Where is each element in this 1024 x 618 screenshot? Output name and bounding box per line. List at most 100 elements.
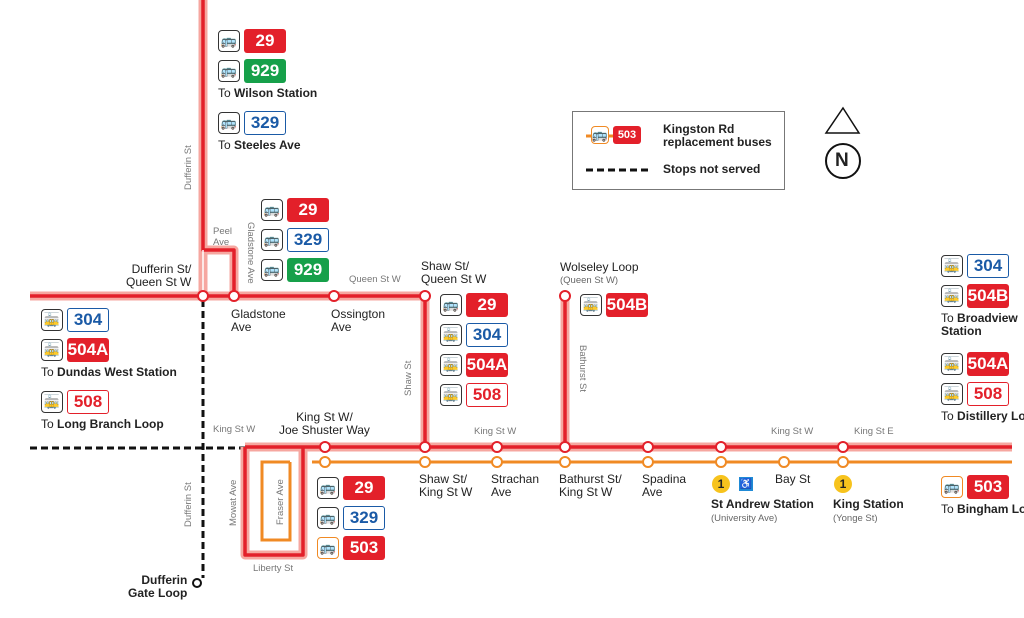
destination-prefix: To [41,365,54,379]
route-row: 🚌503 [317,536,385,560]
replacement-bus-icon: 🚌 [317,537,339,559]
stop-king-joe-shuster: King St W/Joe Shuster Way [279,410,370,437]
route-group-liberty: 🚌29🚌329🚌503 [317,476,385,566]
bus-icon: 🚌 [261,259,283,281]
street-king-w-3: King St W [771,426,814,437]
route-row: 🚌29 [317,476,385,500]
route-badge: 929 [244,59,286,83]
route-badge: 29 [343,476,385,500]
stop-st-andrew: St Andrew Station [711,497,814,511]
bus-icon: 🚌 [218,30,240,52]
stop-st-andrew-sub: (University Ave) [711,513,778,524]
route-row: 🚋304 [941,254,1024,278]
route-badge: 29 [287,198,329,222]
destination-prefix: To [41,417,54,431]
route-row: 🚋508 [941,382,1024,406]
route-badge: 29 [466,293,508,317]
legend: 🚌 503 Kingston Rd replacement buses Stop… [572,111,785,190]
stop-shaw-queen: Shaw St/Queen St W [421,259,487,286]
destination-name: Dundas West Station [57,365,177,379]
route-row: 🚌29 [218,29,303,53]
destination-prefix: To [941,502,954,516]
route-row: 🚋504A [941,352,1024,376]
bus-icon: 🚌 [317,477,339,499]
route-group-shaw: 🚌29🚋304🚋504A🚋508 [440,293,508,413]
destination-name: Bingham Loop [957,502,1024,516]
destination-prefix: To [218,138,231,152]
route-row: 🚌929 [261,258,329,282]
stop-king-station-sub: (Yonge St) [833,513,878,524]
route-row: 🚌29 [440,293,508,317]
route-badge: 503 [967,475,1009,499]
route-row: 🚋508 [41,390,126,414]
route-badge: 504B [606,293,648,317]
streetcar-icon: 🚋 [440,354,462,376]
street-king-e: King St E [854,426,894,437]
route-row: 🚋304 [41,308,126,332]
destination-name: Wilson Station [234,86,318,100]
route-group-wolseley: 🚋504B [580,293,648,323]
stop-king-station: King Station [833,497,904,511]
street-king-w-2: King St W [474,426,517,437]
route-badge: 508 [967,382,1009,406]
destination-label: To Bingham Loop [941,503,1024,516]
route-row: 🚌503 [941,475,1024,499]
subway-line-1-icon: 1 [712,475,730,493]
streetcar-icon: 🚋 [41,339,63,361]
subway-line-1-icon: 1 [834,475,852,493]
destination-label: To Wilson Station [218,86,317,100]
replacement-bus-icon: 🚌 [941,476,963,498]
route-badge: 329 [287,228,329,252]
route-badge: 29 [244,29,286,53]
destination-name: Broadview Station [941,311,1018,338]
bus-icon: 🚌 [261,229,283,251]
route-badge: 508 [67,390,109,414]
route-badge: 304 [466,323,508,347]
orange-bus-icon: 🚌 [591,126,609,144]
bus-icon: 🚌 [317,507,339,529]
streetcar-icon: 🚋 [440,324,462,346]
streetcar-icon: 🚋 [941,285,963,307]
streetcar-icon: 🚋 [941,383,963,405]
north-label: N [835,150,849,171]
street-king-w-1: King St W [213,424,256,435]
route-badge: 504A [67,338,109,362]
legend-replacement-line1: Kingston Rd [663,122,735,136]
bus-icon: 🚌 [218,112,240,134]
route-badge: 329 [244,111,286,135]
route-badge: 504A [466,353,508,377]
destination-label: To Broadview Station [941,312,1024,338]
legend-not-served: Stops not served [663,162,761,176]
route-badge: 329 [343,506,385,530]
destination-name: Steeles Ave [234,138,301,152]
destination-label: To Steeles Ave [218,139,303,152]
red-stops [197,290,849,453]
route-row: 🚋504B [580,293,648,317]
street-shaw: Shaw St [403,360,414,396]
destination-prefix: To [218,86,231,100]
destination-label: To Dundas West Station [41,365,177,379]
destination-label: To Long Branch Loop [41,417,164,431]
route-badge: 508 [466,383,508,407]
route-row: 🚋504A [440,353,508,377]
route-badge: 504A [967,352,1009,376]
street-mowat: Mowat Ave [228,479,239,526]
stop-bathurst-king: Bathurst St/King St W [559,472,622,499]
destination-prefix: To [941,311,954,325]
route-row: 🚌329 [261,228,329,252]
streetcar-icon: 🚋 [941,255,963,277]
legend-route-badge: 503 [613,126,641,144]
street-dufferin: Dufferin St [183,145,194,190]
north-arrow-icon [824,106,861,134]
streetcar-icon: 🚋 [41,391,63,413]
destination-name: Distillery Loop [957,409,1024,423]
route-badge: 504B [967,284,1009,308]
street-gladstone: Gladstone Ave [245,222,256,284]
orange-stops [319,456,849,468]
